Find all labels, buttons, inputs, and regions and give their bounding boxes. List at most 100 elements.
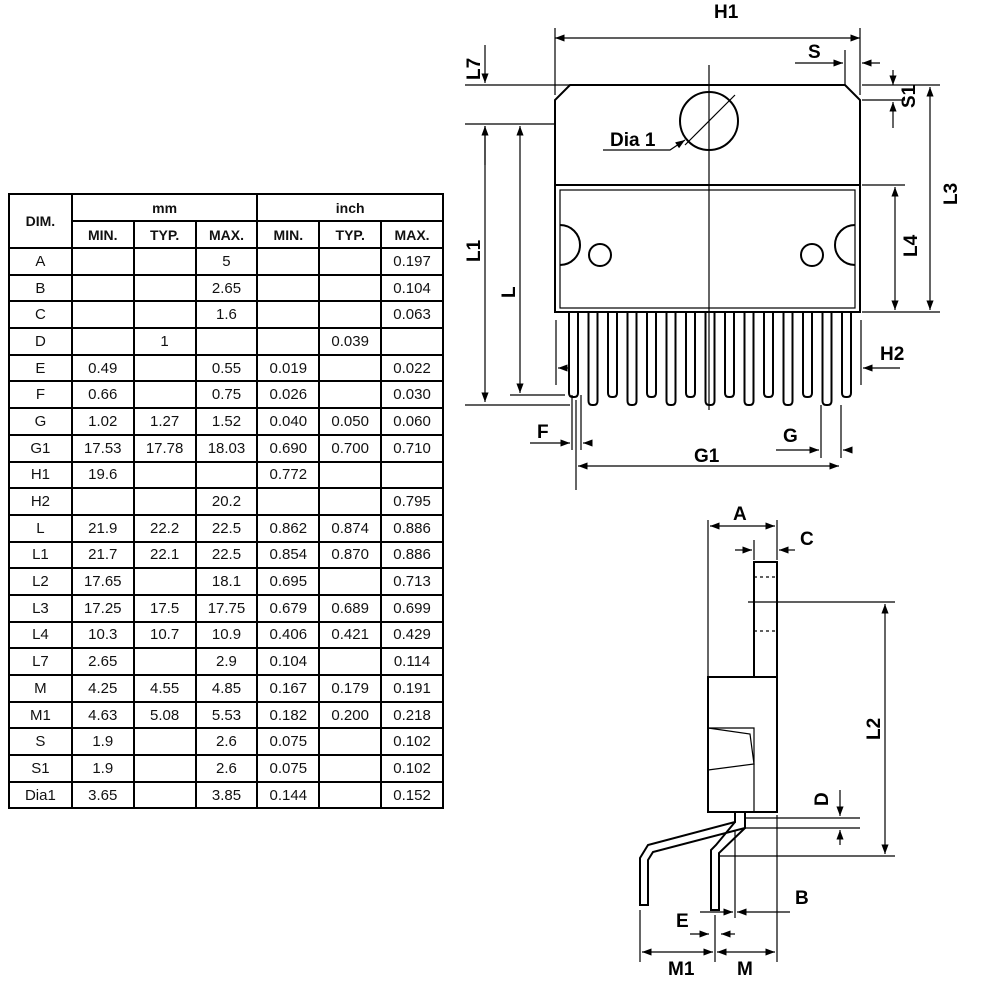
value-cell: 0.039	[318, 327, 383, 356]
label-L7: L7	[464, 58, 485, 80]
value-cell: 2.9	[194, 647, 259, 676]
mm-header: mm	[70, 193, 259, 222]
value-cell: 1.9	[70, 754, 135, 783]
value-cell: 0.022	[380, 353, 444, 383]
pin	[743, 312, 755, 406]
label-L4: L4	[901, 234, 922, 257]
value-cell: 4.63	[70, 700, 135, 730]
dim-cell: C	[8, 300, 73, 330]
value-cell: 0.700	[318, 433, 383, 463]
value-cell: 17.5	[132, 593, 197, 623]
value-cell: 18.1	[194, 567, 259, 596]
value-cell: 0.182	[256, 700, 321, 730]
lead-straight	[710, 821, 746, 911]
heatsink-tab	[554, 84, 861, 186]
dim-cell: L3	[8, 593, 73, 623]
value-cell	[256, 327, 321, 356]
value-cell	[70, 273, 135, 303]
label-E: E	[676, 911, 689, 932]
value-cell: 0.854	[256, 540, 321, 570]
value-cell	[318, 567, 383, 596]
pins	[568, 312, 852, 406]
side-view: A C L2 D B E M1 M	[639, 504, 895, 980]
label-L: L	[499, 286, 520, 298]
value-cell: 0.200	[318, 700, 383, 730]
value-cell: 0.218	[380, 700, 444, 730]
value-cell: 2.6	[194, 754, 259, 783]
value-cell: 10.3	[70, 620, 135, 650]
dim-header: DIM.	[8, 193, 73, 249]
label-D: D	[812, 792, 833, 806]
value-cell: 0.795	[380, 487, 444, 516]
value-cell	[194, 327, 259, 356]
dim-cell: A	[8, 247, 73, 276]
value-cell	[380, 460, 444, 490]
dim-cell: F	[8, 380, 73, 410]
pin	[821, 312, 833, 406]
value-cell	[132, 273, 197, 303]
dim-cell: L1	[8, 540, 73, 570]
value-cell	[132, 247, 197, 276]
value-cell: 0.695	[256, 567, 321, 596]
value-cell: 0.713	[380, 567, 444, 596]
value-cell: 0.179	[318, 674, 383, 703]
pin	[724, 312, 735, 398]
label-C: C	[800, 529, 814, 550]
side-body	[707, 676, 778, 813]
value-cell: 17.25	[70, 593, 135, 623]
dim-cell: Dia1	[8, 780, 73, 810]
value-cell: 22.1	[132, 540, 197, 570]
value-cell: 0.019	[256, 353, 321, 383]
dim-cell: E	[8, 353, 73, 383]
dim-cell: D	[8, 327, 73, 356]
value-cell: 2.65	[70, 647, 135, 676]
label-G1: G1	[694, 446, 720, 467]
value-cell: 17.53	[70, 433, 135, 463]
value-cell	[70, 327, 135, 356]
value-cell: 2.6	[194, 727, 259, 757]
label-H2: H2	[880, 344, 904, 365]
label-S: S	[808, 42, 821, 63]
label-L2: L2	[864, 718, 885, 740]
value-cell: 0.55	[194, 353, 259, 383]
value-cell: 0.690	[256, 433, 321, 463]
value-cell	[318, 380, 383, 410]
value-cell: 0.030	[380, 380, 444, 410]
value-cell: 0.026	[256, 380, 321, 410]
label-L3: L3	[941, 183, 962, 205]
value-cell: 0.075	[256, 727, 321, 757]
value-cell	[318, 300, 383, 330]
inch-min-header: MIN.	[256, 220, 321, 249]
value-cell: 3.85	[194, 780, 259, 810]
dim-cell: G1	[8, 433, 73, 463]
pin	[704, 312, 716, 406]
mm-min-header: MIN.	[70, 220, 135, 249]
pin	[841, 312, 852, 398]
value-cell	[318, 460, 383, 490]
value-cell	[132, 647, 197, 676]
value-cell: 19.6	[70, 460, 135, 490]
value-cell	[70, 247, 135, 276]
label-Dia1: Dia 1	[610, 130, 656, 151]
value-cell: 0.75	[194, 380, 259, 410]
label-L1: L1	[464, 239, 485, 262]
value-cell	[318, 727, 383, 757]
dim-cell: H2	[8, 487, 73, 516]
value-cell: 1.9	[70, 727, 135, 757]
value-cell: 0.874	[318, 513, 383, 543]
value-cell: 0.679	[256, 593, 321, 623]
value-cell: 0.167	[256, 674, 321, 703]
value-cell: 0.406	[256, 620, 321, 650]
value-cell	[318, 273, 383, 303]
